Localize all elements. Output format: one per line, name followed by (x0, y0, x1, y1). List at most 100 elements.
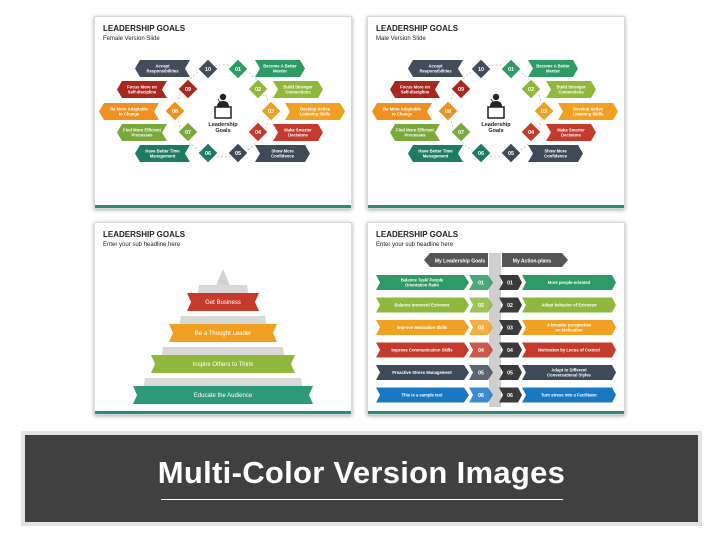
action-number-tab (499, 297, 522, 313)
goal-cell (376, 297, 469, 313)
goal-number: 06 (205, 151, 211, 157)
goal-cell (376, 387, 469, 403)
slide-thumbnail-table[interactable]: LEADERSHIP GOALS Enter your sub headline… (367, 222, 625, 415)
goal-number: 04 (528, 130, 535, 136)
right-header-arrow (502, 253, 568, 267)
goal-label-shape (117, 81, 167, 98)
goal-cell-text: This is a sample text (402, 393, 444, 398)
goal-number-diamond (247, 78, 269, 100)
slide-thumbnail-pyramid[interactable]: LEADERSHIP GOALS Enter your sub headline… (94, 222, 352, 415)
goal-number: 02 (528, 87, 534, 93)
left-header: My Leadership Goals (435, 259, 486, 265)
slide-subtitle: Enter your sub headline here (103, 242, 181, 248)
goal-number-tab (469, 342, 493, 358)
goal-number: 08 (445, 109, 451, 115)
goal-number-diamond (227, 142, 249, 164)
goal-number: 06 (478, 151, 484, 157)
slide-bottom-bar (95, 205, 351, 208)
slide-subtitle: Male Version Slide (376, 36, 426, 42)
goal-number-diamond (227, 58, 249, 80)
speaker-podium-icon (214, 93, 232, 119)
slide-thumbnail-female[interactable]: LEADERSHIP GOALS Female Version Slide Be… (94, 16, 352, 209)
action-cell (522, 387, 616, 403)
goal-number-diamond (520, 121, 542, 143)
goal-label-shape (528, 145, 583, 162)
goal-number-diamond (470, 58, 492, 80)
goal-cell (376, 320, 469, 335)
goal-number-diamond (520, 78, 542, 100)
goal-number: 02 (255, 87, 261, 93)
goal-number-diamond (247, 121, 269, 143)
slide-title: LEADERSHIP GOALS (103, 230, 186, 239)
banner-frame: Multi-Color Version Images (21, 431, 702, 526)
banner: Multi-Color Version Images (25, 435, 698, 522)
action-number: 03 (507, 326, 513, 332)
action-number: 02 (507, 303, 513, 309)
action-cell (522, 320, 616, 335)
action-number-tab (499, 320, 522, 335)
goal-number-diamond (450, 78, 472, 100)
pyramid-level-band (133, 386, 313, 404)
goal-label-shape (273, 124, 323, 141)
goal-label-shape (285, 103, 345, 120)
goal-number-diamond (437, 100, 459, 122)
goal-number: 06 (478, 393, 484, 399)
goal-label-shape (408, 145, 463, 162)
goal-label-shape (372, 103, 432, 120)
goal-number: 03 (541, 109, 547, 115)
goal-number: 04 (255, 130, 262, 136)
slide-subtitle: Female Version Slide (103, 36, 160, 42)
slide-thumbnail-male[interactable]: LEADERSHIP GOALS Male Version Slide Beco… (367, 16, 625, 209)
goal-cell (376, 342, 469, 358)
goal-number-diamond (177, 121, 199, 143)
goal-label-shape (117, 124, 167, 141)
goal-label-shape (546, 81, 596, 98)
goal-number-tab (469, 297, 493, 313)
slide-title: LEADERSHIP GOALS (376, 230, 459, 239)
goal-number-tab (469, 275, 493, 290)
action-number: 04 (507, 348, 513, 354)
goal-number-tab (469, 365, 493, 380)
goal-label-shape (255, 145, 310, 162)
slide-bottom-bar (95, 411, 351, 414)
action-number: 06 (507, 393, 513, 399)
goal-number-tab (469, 320, 493, 335)
goal-number-diamond (197, 142, 219, 164)
goal-label-shape (135, 145, 190, 162)
pyramid-level-label: Inspire Others to Think (193, 362, 255, 368)
pyramid-level-band (169, 324, 277, 342)
goal-number-diamond (500, 142, 522, 164)
goal-cell-text: Balance Introvert/ Extrovert (395, 303, 451, 308)
slide-title: LEADERSHIP GOALS (103, 24, 186, 33)
action-cell-text: Motivation by Locus of Control (538, 348, 600, 353)
goal-label-shape (408, 60, 463, 77)
goal-number-tab (469, 387, 493, 403)
action-number-tab (499, 387, 522, 403)
goal-number-diamond (450, 121, 472, 143)
action-cell (522, 275, 616, 290)
goal-number: 01 (478, 281, 484, 287)
pyramid-level-label: Educate the Audience (194, 393, 253, 399)
goal-number-diamond (177, 78, 199, 100)
goal-number: 04 (478, 348, 484, 354)
goal-cell (376, 365, 469, 380)
table-spine (489, 253, 501, 407)
goal-cell-text: Improve Motivation Skills (397, 325, 448, 330)
goal-number: 10 (478, 67, 484, 73)
action-cell-text: Adopt behavior of Extrovert (541, 303, 597, 308)
goal-number-diamond (260, 100, 282, 122)
goal-number-diamond (533, 100, 555, 122)
action-number-tab (499, 365, 522, 380)
